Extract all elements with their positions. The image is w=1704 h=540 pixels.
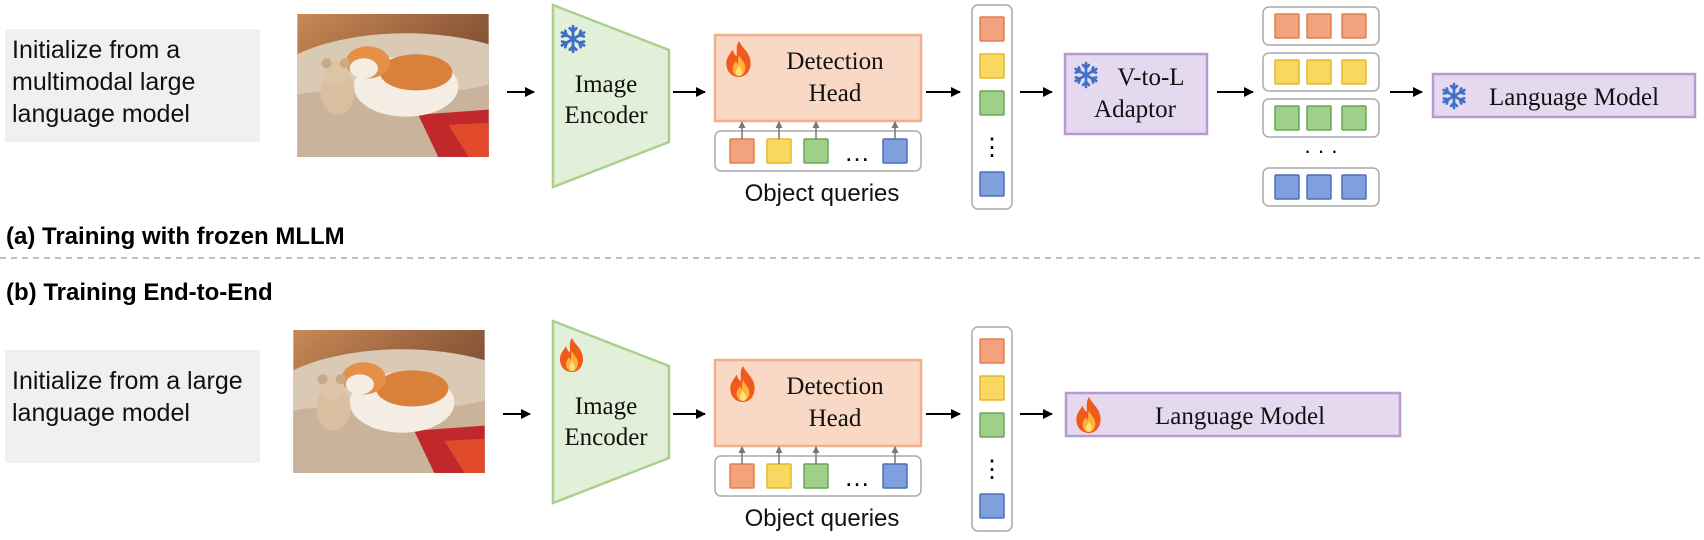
bottom-init-box: [5, 350, 260, 463]
top-init-text-line: multimodal large: [12, 68, 195, 96]
top-output-token: [979, 90, 1005, 116]
top-output-token: [979, 171, 1005, 197]
bottom-init-text-line: Initialize from a large: [12, 367, 243, 395]
section-label-b: (b) Training End-to-End: [6, 279, 273, 306]
top-init-box: [5, 29, 260, 142]
top-head-label: Head: [809, 80, 862, 107]
adapted-token: [1274, 13, 1300, 39]
bottom-head-label: Detection: [786, 373, 884, 400]
adapted-token: [1341, 174, 1367, 200]
adapted-token: [1306, 174, 1332, 200]
adapted-token: [1274, 59, 1300, 85]
top-head-label: Detection: [786, 48, 884, 75]
top-language-model: [1431, 72, 1697, 119]
bottom-output-token: [979, 338, 1005, 364]
adapted-token: [1341, 13, 1367, 39]
top-queries-ellipsis: …: [844, 137, 870, 167]
bottom-detection-head: [713, 358, 923, 448]
adapted-token: [1341, 59, 1367, 85]
bottom-column-ellipsis: ⋮: [980, 456, 1004, 483]
bottom-query-token: [803, 463, 829, 489]
bottom-init-text-line: language model: [12, 399, 190, 427]
bottom-query-token: [766, 463, 792, 489]
bottom-output-token: [979, 493, 1005, 519]
token-grid-ellipsis: · · ·: [1304, 138, 1338, 163]
adaptor-label: V-to-L: [1117, 64, 1184, 91]
top-query-token: [729, 138, 755, 164]
top-queries-caption: Object queries: [745, 180, 900, 207]
top-cat-photo: [297, 14, 489, 157]
vtol-adaptor: [1063, 52, 1209, 136]
bottom-query-token: [729, 463, 755, 489]
adapted-token: [1274, 105, 1300, 131]
top-encoder-label: Image: [575, 71, 637, 98]
section-label-a: (a) Training with frozen MLLM: [6, 223, 345, 250]
adapted-token: [1341, 105, 1367, 131]
top-init-text-line: Initialize from a: [12, 36, 180, 64]
top-output-token: [979, 16, 1005, 42]
bottom-encoder-label: Image: [575, 393, 637, 420]
adaptor-label: Adaptor: [1094, 96, 1177, 123]
bottom-head-label: Head: [809, 405, 862, 432]
adapted-token: [1306, 105, 1332, 131]
bottom-query-token: [882, 463, 908, 489]
top-detection-head: [713, 33, 923, 123]
bottom-encoder-label: Encoder: [564, 424, 648, 451]
top-lm-label: Language Model: [1489, 84, 1659, 111]
top-column-ellipsis: ⋮: [980, 134, 1004, 161]
top-query-token: [882, 138, 908, 164]
bottom-queries-ellipsis: …: [844, 462, 870, 492]
bottom-image-encoder: [551, 319, 671, 505]
bottom-cat-photo: [293, 330, 485, 473]
top-encoder-label: Encoder: [564, 102, 648, 129]
top-image-encoder: [551, 3, 671, 189]
top-init-text-line: language model: [12, 100, 190, 128]
bottom-output-token: [979, 375, 1005, 401]
top-output-token: [979, 53, 1005, 79]
top-query-token: [766, 138, 792, 164]
adapted-token: [1306, 59, 1332, 85]
bottom-lm-label: Language Model: [1155, 403, 1325, 430]
adapted-token: [1274, 174, 1300, 200]
adapted-token: [1306, 13, 1332, 39]
bottom-language-model: [1064, 391, 1402, 438]
top-query-token: [803, 138, 829, 164]
bottom-output-token: [979, 412, 1005, 438]
bottom-queries-caption: Object queries: [745, 505, 900, 532]
